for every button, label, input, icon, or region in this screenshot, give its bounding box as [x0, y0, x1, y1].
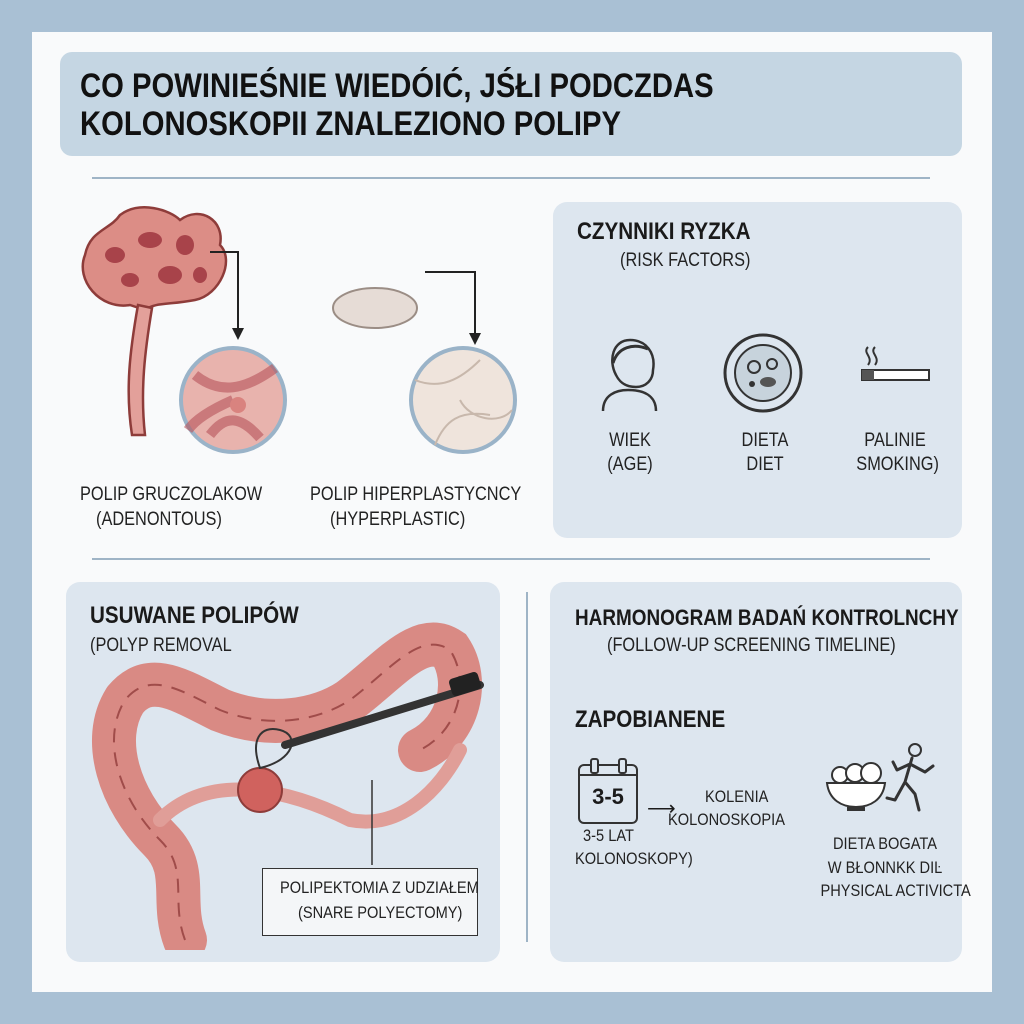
- hyperplastic-polyp-illustration: [332, 271, 517, 454]
- colon-snare-illustration: [92, 622, 484, 950]
- hyperplastic-label: POLIP HIPERPLASTYCNCY: [310, 484, 522, 505]
- risk-factors-subtitle: (RISK FACTORS): [620, 250, 751, 271]
- snare-polypectomy-callout: [262, 868, 478, 936]
- polyp-removal-subtitle: (POLYP REMOVAL: [90, 635, 232, 656]
- calendar-label-2: KOLONOSKOPY): [575, 849, 693, 868]
- adenomatous-polyp-illustration: [81, 206, 287, 454]
- person-icon: [601, 338, 658, 412]
- title-banner: [60, 52, 962, 156]
- risk-factors-title: CZYNNIKI RYZKA: [577, 218, 751, 245]
- risk-smoking-sublabel: SMOKING): [856, 454, 939, 475]
- next-colonoscopy-line-2: KOLONOSKOPIA: [668, 810, 786, 829]
- callout-line-1: POLIPEKTOMIA Z UDZIAŁEM: [280, 878, 479, 897]
- follow-up-subtitle: (FOLLOW-UP SCREENING TIMELINE): [607, 635, 896, 656]
- running-person-icon: [885, 743, 935, 812]
- calendar-icon: 3-5: [578, 758, 638, 824]
- calendar-label-1: 3-5 LAT: [583, 826, 634, 845]
- risk-diet-sublabel: DIET: [746, 454, 784, 475]
- risk-age-label: WIEK: [609, 430, 651, 451]
- diet-activity-line-1: DIETA BOGATA: [832, 834, 937, 853]
- follow-up-title: HARMONOGRAM BADAŃ KONTROLNCHY: [575, 605, 959, 630]
- polyp-removal-title: USUWANE POLIPÓW: [90, 602, 299, 629]
- arrow-icon: ⟶: [647, 798, 676, 820]
- healthy-food-bowl-icon: [825, 762, 887, 811]
- risk-diet-label: DIETA: [741, 430, 789, 451]
- diet-activity-line-2: W BŁONNKK DIĿ: [827, 858, 943, 877]
- diet-activity-line-3: PHYSICAL ACTIVICTA: [820, 881, 971, 900]
- divider-middle: [92, 558, 930, 560]
- risk-smoking-label: PALINIE: [864, 430, 926, 451]
- diet-plate-icon: [723, 333, 803, 413]
- calendar-value: 3-5: [592, 784, 624, 809]
- divider-vertical: [526, 592, 528, 942]
- cigarette-icon: [861, 346, 930, 381]
- hyperplastic-sublabel: (HYPERPLASTIC): [330, 509, 466, 530]
- next-colonoscopy-line-1: KOLENIA: [705, 787, 769, 806]
- adenomatous-label: POLIP GRUCZOLAKOW: [80, 484, 263, 505]
- risk-age-sublabel: (AGE): [607, 454, 653, 475]
- callout-line-2: (SNARE POLYECTOMY): [298, 903, 463, 922]
- adenomatous-sublabel: (ADENONTOUS): [96, 509, 222, 530]
- title-line-2: KOLONOSKOPII ZNALEZIONO POLIPY: [80, 105, 621, 143]
- title-line-1: CO POWINIEŚNIE WIEDÓIĆ, JŚŁI PODCZDAS: [80, 67, 714, 105]
- divider-top: [92, 177, 930, 179]
- prevention-title: ZAPOBIANENE: [575, 706, 726, 733]
